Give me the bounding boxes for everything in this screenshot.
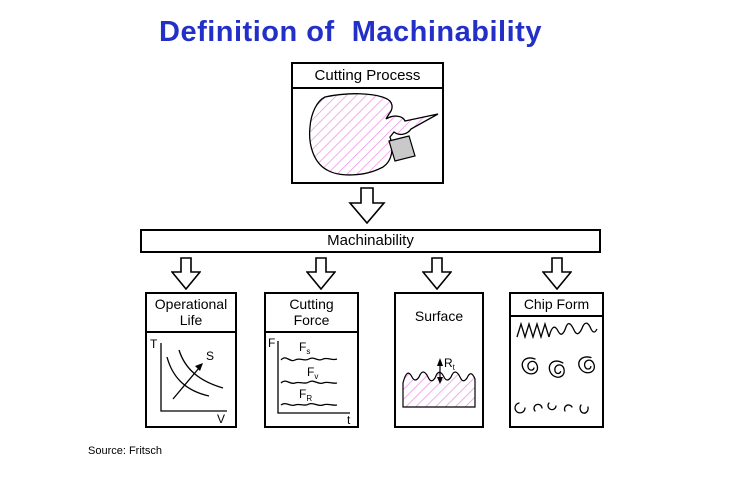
label-base: F bbox=[299, 387, 306, 401]
surface-title: Surface bbox=[414, 308, 464, 324]
axes bbox=[160, 343, 227, 412]
chip-curl bbox=[521, 357, 539, 375]
down-arrow-chip-form bbox=[542, 257, 572, 290]
down-arrow-surface bbox=[422, 257, 452, 290]
title-line: Operational bbox=[154, 296, 228, 312]
title-line: Life bbox=[179, 312, 203, 328]
chip-segment bbox=[579, 404, 589, 414]
force-fv-label: Fv bbox=[307, 365, 318, 381]
chip-segment bbox=[533, 403, 543, 412]
cutting-process-box: Cutting Process bbox=[291, 62, 444, 184]
chip-segment bbox=[563, 404, 573, 412]
surface-profile-drawing: Rt bbox=[402, 356, 476, 408]
cutting-force-box: Cutting Force F t Fs Fv FR bbox=[264, 292, 359, 428]
force-curve-fv bbox=[280, 380, 338, 385]
label-sub: t bbox=[453, 363, 456, 372]
force-curve-fs bbox=[280, 357, 338, 362]
roughness-arrowhead-up bbox=[437, 358, 443, 366]
cutting-process-drawing bbox=[308, 93, 439, 176]
chip-zigzag bbox=[516, 321, 550, 340]
label-base: F bbox=[307, 365, 314, 379]
roughness-label: Rt bbox=[444, 356, 456, 372]
operational-life-title: Operational Life bbox=[147, 294, 235, 333]
y-axis-label: F bbox=[268, 336, 275, 350]
label-sub: R bbox=[306, 394, 312, 403]
surface-box: Surface Rt bbox=[394, 292, 484, 428]
axes bbox=[277, 341, 350, 414]
y-axis-label: T bbox=[150, 337, 158, 351]
chip-form-title: Chip Form bbox=[511, 294, 602, 317]
curve-label: S bbox=[206, 349, 214, 363]
source-note: Source: Fritsch bbox=[88, 445, 162, 457]
machinability-label: Machinability bbox=[327, 232, 414, 249]
tool-life-curve bbox=[178, 349, 224, 389]
down-arrow-main bbox=[348, 187, 386, 224]
force-curve-fr bbox=[280, 402, 338, 407]
label-sub: s bbox=[306, 347, 310, 356]
x-axis-label: t bbox=[347, 413, 351, 426]
roughness-arrowhead-down bbox=[437, 377, 443, 384]
chip-segment bbox=[514, 402, 526, 414]
chip-curl bbox=[578, 356, 596, 374]
label-base: F bbox=[299, 340, 306, 354]
force-fr-label: FR bbox=[299, 387, 312, 403]
tool-life-curve bbox=[166, 356, 210, 397]
force-chart: F t Fs Fv FR bbox=[268, 336, 351, 426]
down-arrow-cutting-force bbox=[306, 257, 336, 290]
trend-arrow bbox=[172, 367, 200, 400]
trend-arrowhead bbox=[195, 363, 203, 371]
x-axis-label: V bbox=[217, 412, 225, 426]
chip-curl bbox=[548, 360, 565, 378]
machinability-bar: Machinability bbox=[140, 229, 601, 253]
operational-life-box: Operational Life T V S bbox=[145, 292, 237, 428]
tool-life-chart: T V S bbox=[150, 337, 227, 426]
cutting-process-label: Cutting Process bbox=[293, 64, 442, 89]
title-line: Force bbox=[293, 312, 330, 328]
workpiece-shape bbox=[308, 93, 439, 176]
chip-wave bbox=[548, 322, 598, 338]
page-title: Definition of Machinability bbox=[159, 16, 542, 48]
title-line: Cutting bbox=[289, 296, 334, 312]
chip-shapes-drawing bbox=[514, 321, 598, 414]
surface-profile bbox=[402, 371, 476, 408]
force-fs-label: Fs bbox=[299, 340, 310, 356]
label-sub: v bbox=[314, 372, 318, 381]
cutting-tool-shape bbox=[388, 135, 416, 162]
down-arrow-operational-life bbox=[171, 257, 201, 290]
label-base: R bbox=[444, 356, 453, 370]
chip-segment bbox=[547, 402, 557, 411]
cutting-force-title: Cutting Force bbox=[266, 294, 357, 333]
chip-form-box: Chip Form bbox=[509, 292, 604, 428]
